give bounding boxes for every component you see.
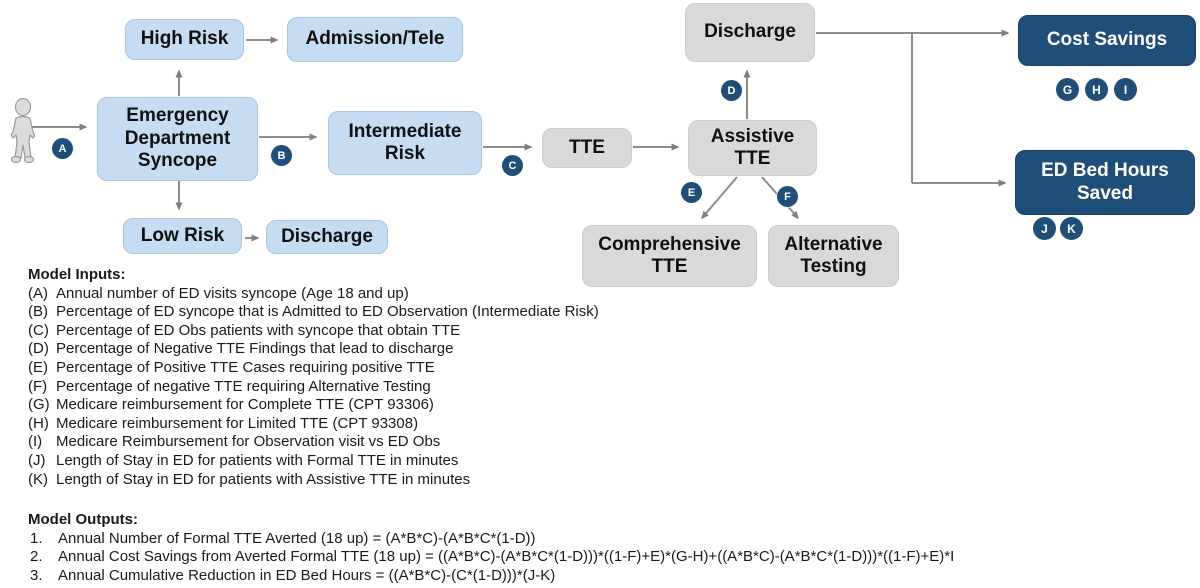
model-inputs-section: Model Inputs: (A)Annual number of ED vis…	[28, 266, 599, 489]
model-outputs-heading: Model Outputs:	[28, 511, 138, 528]
path-badge-c: C	[502, 155, 523, 176]
model-input-item: (K)Length of Stay in ED for patients wit…	[28, 470, 471, 488]
path-badge-h: H	[1085, 78, 1108, 101]
node-assistive-tte[interactable]: Assistive TTE	[688, 120, 817, 176]
path-badge-i: I	[1114, 78, 1137, 101]
model-outputs-section: Model Outputs: 1.Annual Number of Formal…	[28, 511, 954, 585]
person-icon	[3, 97, 43, 164]
node-alternative-testing[interactable]: Alternative Testing	[768, 225, 899, 287]
node-ed-bed-hours-saved[interactable]: ED Bed Hours Saved	[1015, 150, 1195, 215]
node-low-risk[interactable]: Low Risk	[123, 218, 242, 254]
model-input-item: (C)Percentage of ED Obs patients with sy…	[28, 321, 461, 339]
node-cost-savings[interactable]: Cost Savings	[1018, 15, 1196, 66]
model-input-item: (D)Percentage of Negative TTE Findings t…	[28, 340, 454, 358]
node-tte[interactable]: TTE	[542, 128, 632, 168]
path-badge-j: J	[1033, 217, 1056, 240]
model-output-item: 1.Annual Number of Formal TTE Averted (1…	[30, 529, 536, 547]
model-inputs-heading: Model Inputs:	[28, 266, 126, 283]
model-input-item: (I)Medicare Reimbursement for Observatio…	[28, 433, 441, 451]
model-input-item: (J)Length of Stay in ED for patients wit…	[28, 451, 459, 469]
path-badge-k: K	[1060, 217, 1083, 240]
model-output-item: 3.Annual Cumulative Reduction in ED Bed …	[30, 566, 556, 584]
path-badge-d: D	[721, 80, 742, 101]
model-input-item: (F)Percentage of negative TTE requiring …	[28, 377, 431, 395]
model-input-item: (H)Medicare reimbursement for Limited TT…	[28, 414, 419, 432]
path-badge-b: B	[271, 145, 292, 166]
node-ed-syncope[interactable]: Emergency Department Syncope	[97, 97, 258, 181]
model-output-item: 2.Annual Cost Savings from Averted Forma…	[30, 548, 955, 566]
path-badge-g: G	[1056, 78, 1079, 101]
node-discharge-top[interactable]: Discharge	[685, 3, 815, 62]
node-admission-tele[interactable]: Admission/Tele	[287, 17, 463, 62]
model-input-item: (B)Percentage of ED syncope that is Admi…	[28, 303, 599, 321]
model-input-item: (A)Annual number of ED visits syncope (A…	[28, 284, 409, 302]
model-input-item: (E)Percentage of Positive TTE Cases requ…	[28, 358, 435, 376]
path-badge-e: E	[681, 182, 702, 203]
path-badge-a: A	[52, 138, 73, 159]
node-comprehensive-tte[interactable]: Comprehensive TTE	[582, 225, 757, 287]
path-badge-f: F	[777, 186, 798, 207]
node-high-risk[interactable]: High Risk	[125, 19, 244, 60]
node-discharge-low[interactable]: Discharge	[266, 220, 388, 254]
node-intermediate-risk[interactable]: Intermediate Risk	[328, 111, 482, 175]
model-input-item: (G)Medicare reimbursement for Complete T…	[28, 396, 434, 414]
